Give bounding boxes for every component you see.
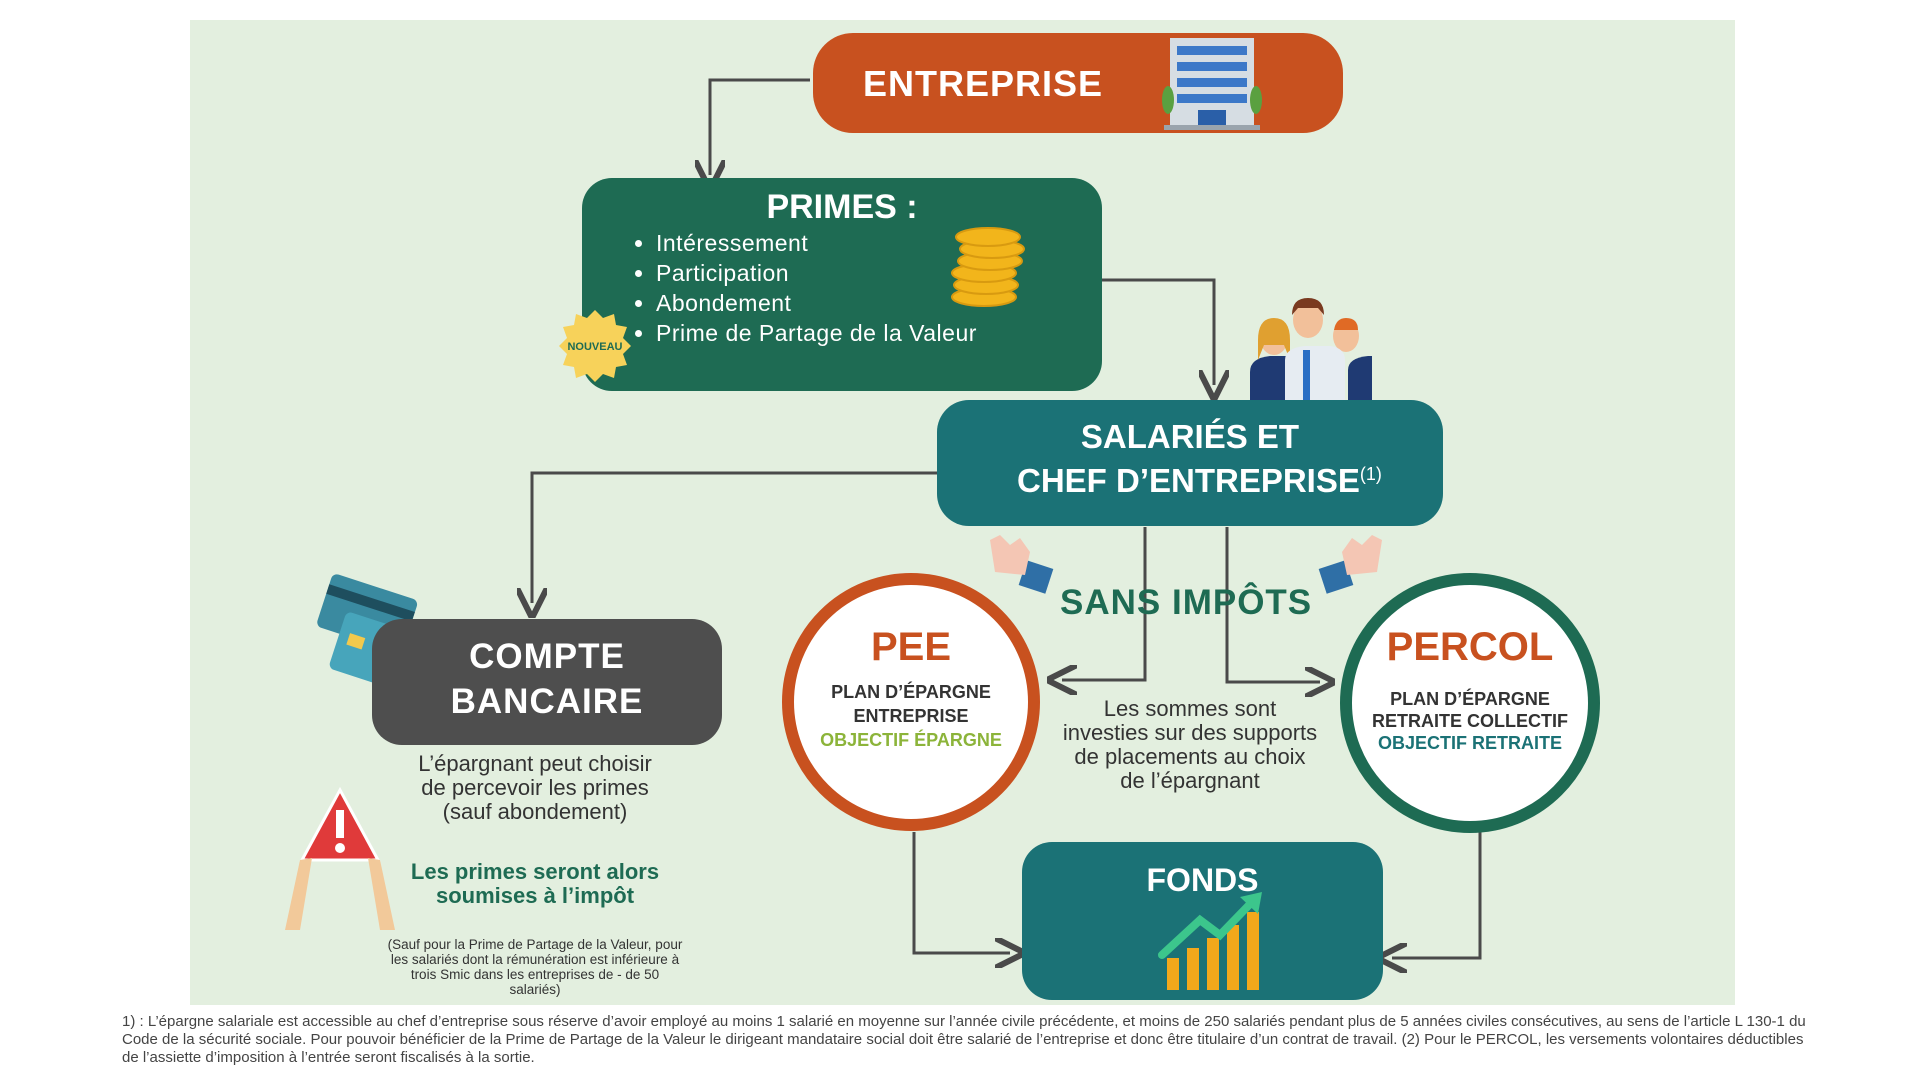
primes-title: PRIMES : xyxy=(766,188,918,226)
compte-exception: (Sauf pour la Prime de Partage de la Val… xyxy=(387,937,683,997)
salaries-line1: SALARIÉS ET xyxy=(1080,418,1300,455)
arrow-entreprise-primes xyxy=(710,78,810,175)
pee-title: PEE xyxy=(870,625,952,669)
arrow-percol-fonds xyxy=(1392,832,1482,958)
fonds-label: FONDS xyxy=(1146,862,1259,898)
sans-impots-label: SANS IMPÔTS xyxy=(1060,583,1313,622)
compte-description: L’épargnant peut choisir de percevoir le… xyxy=(418,751,652,824)
arrow-salaries-pee xyxy=(1062,527,1147,680)
nouveau-badge-label: NOUVEAU xyxy=(567,341,622,353)
salaries-line2: CHEF D’ENTREPRISE xyxy=(1017,462,1360,499)
primes-box: PRIMES : Intéressement Participation Abo… xyxy=(582,178,1102,391)
primes-item: Abondement xyxy=(656,288,977,318)
percol-objective: OBJECTIF RETRAITE xyxy=(1377,733,1562,753)
percol-title: PERCOL xyxy=(1386,625,1554,669)
arrow-salaries-compte xyxy=(532,471,937,603)
arrow-salaries-percol xyxy=(1225,527,1320,682)
compte-bancaire-box: COMPTE BANCAIRE xyxy=(372,619,722,745)
pee-objective: OBJECTIF ÉPARGNE xyxy=(820,730,1002,750)
arrow-pee-fonds xyxy=(912,832,1010,953)
pee-line1: PLAN D’ÉPARGNE xyxy=(831,682,991,702)
entreprise-label: ENTREPRISE xyxy=(863,63,1104,104)
primes-list: Intéressement Participation Abondement P… xyxy=(634,228,977,348)
pee-line2: ENTREPRISE xyxy=(853,706,969,726)
compte-line2: BANCAIRE xyxy=(450,682,644,721)
salaries-line2-wrap: CHEF D’ENTREPRISE(1) xyxy=(1017,462,1382,500)
percol-line1: PLAN D’ÉPARGNE xyxy=(1390,689,1550,709)
footnote: 1) : L’épargne salariale est accessible … xyxy=(122,1013,1806,1066)
investissement-text: Les sommes sont investies sur des suppor… xyxy=(1062,696,1318,793)
primes-item: Participation xyxy=(656,258,977,288)
percol-line2: RETRAITE COLLECTIF xyxy=(1372,711,1568,731)
compte-warning: Les primes seront alors soumises à l’imp… xyxy=(410,859,660,908)
salaries-footnote-marker: (1) xyxy=(1359,464,1382,484)
primes-item: Intéressement xyxy=(656,228,977,258)
arrow-primes-salaries xyxy=(1102,278,1214,385)
entreprise-box: ENTREPRISE xyxy=(813,33,1343,133)
compte-line1: COMPTE xyxy=(469,637,625,676)
salaries-box: SALARIÉS ET CHEF D’ENTREPRISE(1) xyxy=(937,400,1443,526)
primes-item: Prime de Partage de la Valeur xyxy=(656,318,977,348)
